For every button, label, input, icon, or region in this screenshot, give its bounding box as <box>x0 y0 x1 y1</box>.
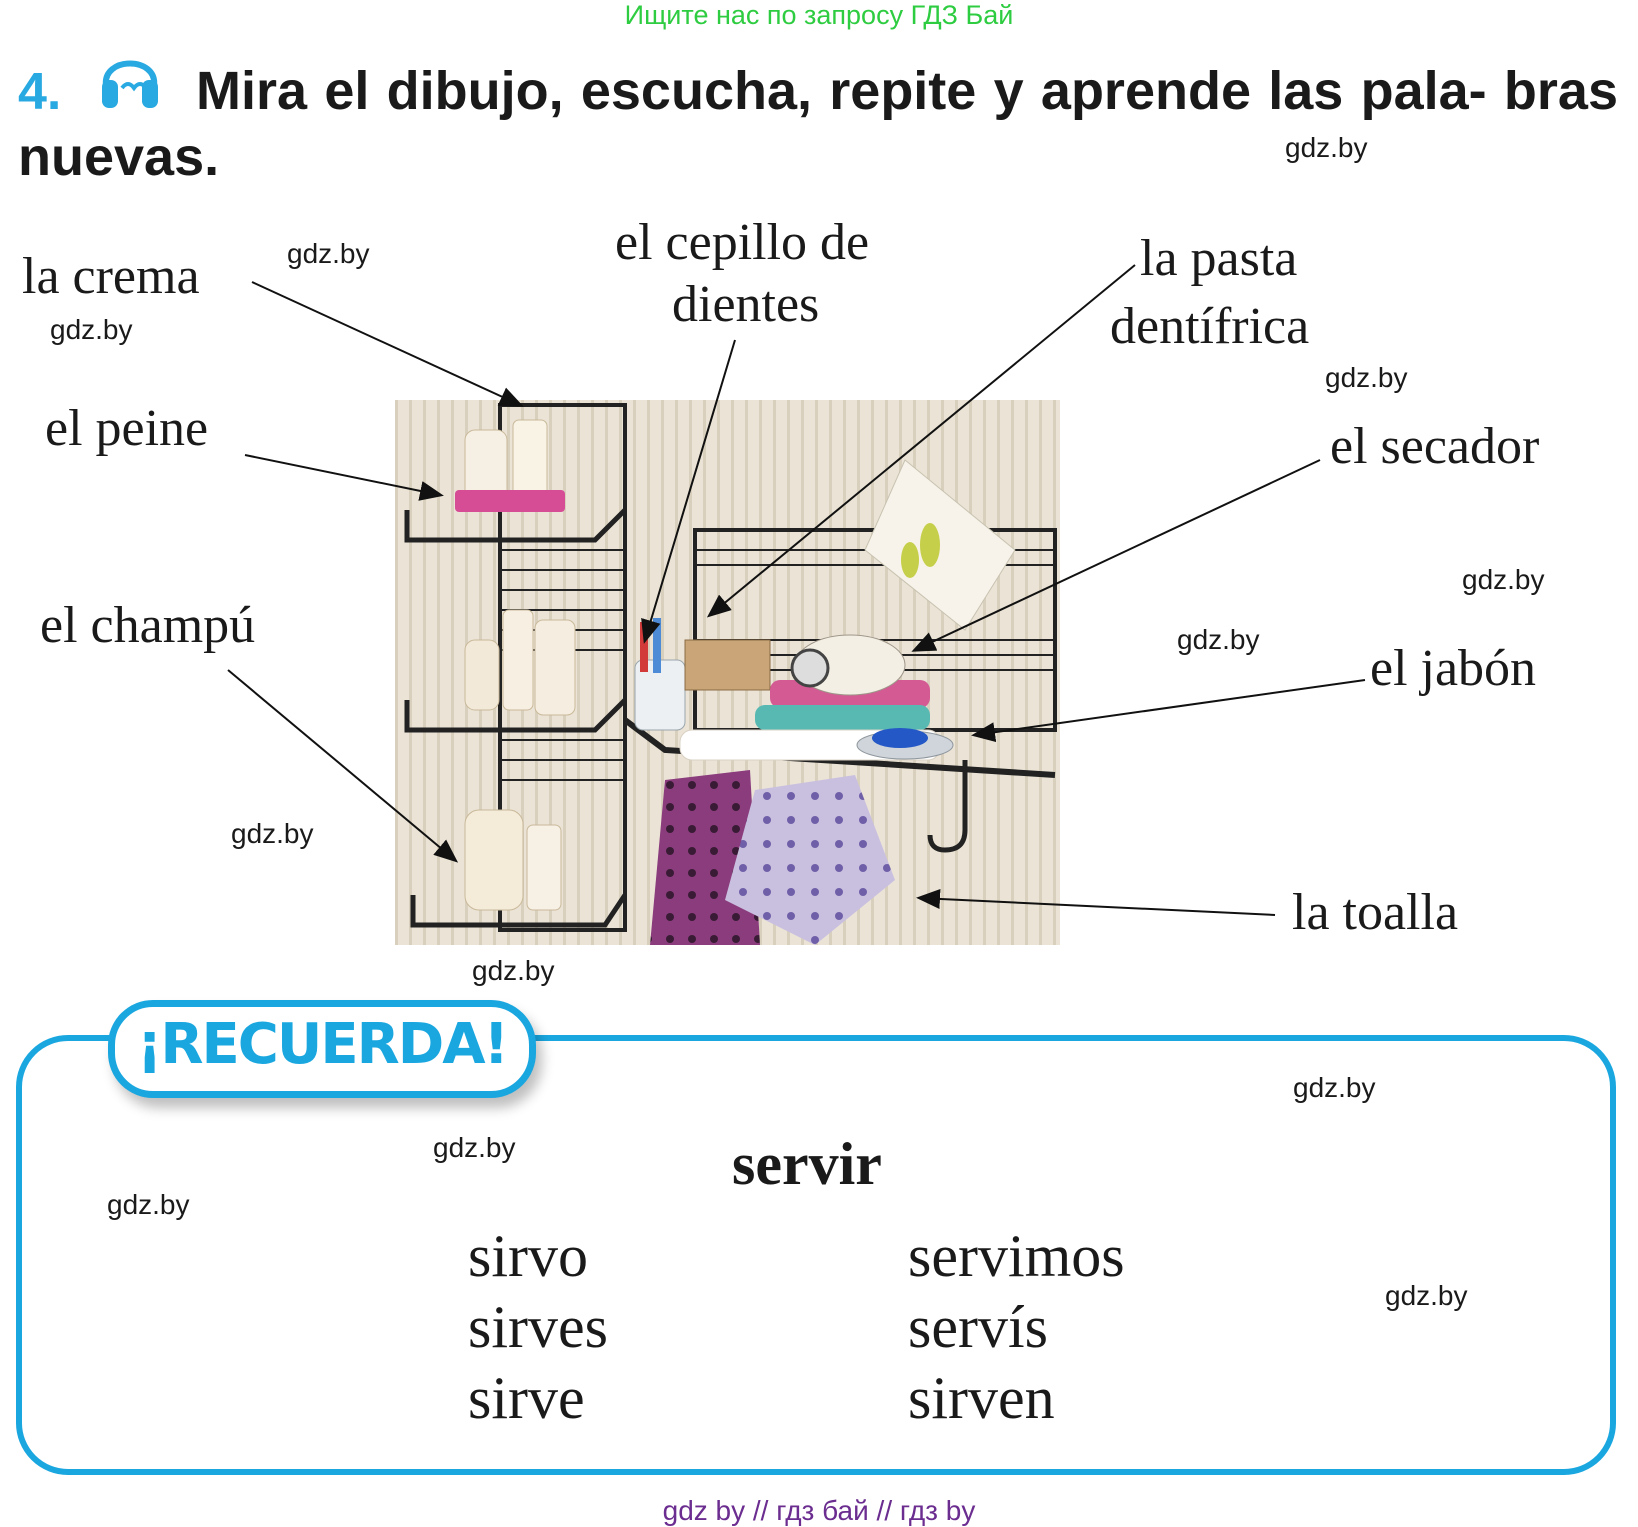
watermark: gdz.by <box>107 1189 190 1220</box>
conjugation-ellos: sirven <box>908 1365 1055 1431</box>
label-toalla: la toalla <box>1292 884 1459 941</box>
label-pasta-line1: la pasta <box>1140 230 1298 287</box>
search-banner: Ищите нас по запросу ГДЗ Бай <box>624 0 1014 30</box>
watermark: gdz.by <box>472 955 555 986</box>
watermark: gdz.by <box>287 238 370 269</box>
recuerda-tag <box>108 1000 536 1098</box>
verb-infinitive: servir <box>732 1131 882 1197</box>
watermark: gdz.by <box>433 1132 516 1163</box>
conjugation-tu: sirves <box>468 1294 608 1360</box>
watermark: gdz.by <box>1325 362 1408 393</box>
label-crema: la crema <box>22 248 200 305</box>
exercise-instruction: Mira el dibujo, escucha, repite y aprend… <box>18 61 1618 187</box>
bathroom-shelf-photo <box>395 400 1060 945</box>
watermark: gdz.by <box>1177 624 1260 655</box>
watermark: gdz.by <box>231 818 314 849</box>
watermark: gdz.by <box>1285 132 1368 163</box>
conjugation-vosotros: servís <box>908 1294 1048 1360</box>
label-pasta-line2: dentífrica <box>1110 298 1310 355</box>
label-cepillo-line2: dientes <box>672 276 820 333</box>
recuerda-box <box>16 1035 1616 1475</box>
label-champu: el champú <box>40 597 256 654</box>
label-jabon: el jabón <box>1370 640 1537 697</box>
conjugation-nosotros: servimos <box>908 1223 1125 1289</box>
footer-watermark: gdz by // гдз бай // гдз by <box>662 1495 976 1526</box>
exercise-number: 4. <box>18 63 62 121</box>
watermark: gdz.by <box>1385 1280 1468 1311</box>
label-peine: el peine <box>45 400 209 457</box>
watermark: gdz.by <box>1462 564 1545 595</box>
label-cepillo-line1: el cepillo de <box>615 214 870 271</box>
label-secador: el secador <box>1330 418 1540 475</box>
watermark: gdz.by <box>50 314 133 345</box>
recuerda-title: ¡RECUERDA! <box>136 1012 509 1077</box>
watermark: gdz.by <box>1293 1072 1376 1103</box>
headphones-icon[interactable] <box>98 42 162 114</box>
conjugation-el: sirve <box>468 1365 585 1431</box>
conjugation-yo: sirvo <box>468 1223 588 1289</box>
